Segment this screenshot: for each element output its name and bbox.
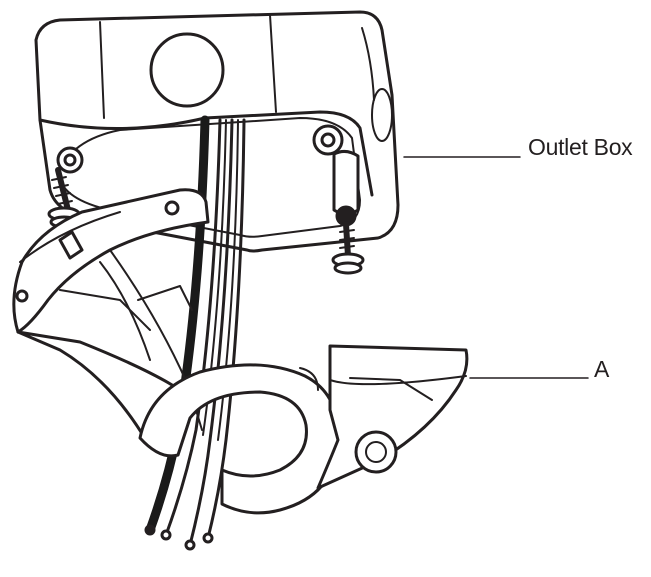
knockout-hole-icon [149, 32, 225, 108]
mounting-screw-right [331, 205, 365, 275]
outlet-box [34, 10, 400, 253]
side-knockout-icon [371, 88, 393, 142]
outlet-box-label: Outlet Box [528, 134, 633, 160]
bracket-a-label: A [594, 356, 610, 382]
bracket-a-loop [138, 344, 469, 515]
